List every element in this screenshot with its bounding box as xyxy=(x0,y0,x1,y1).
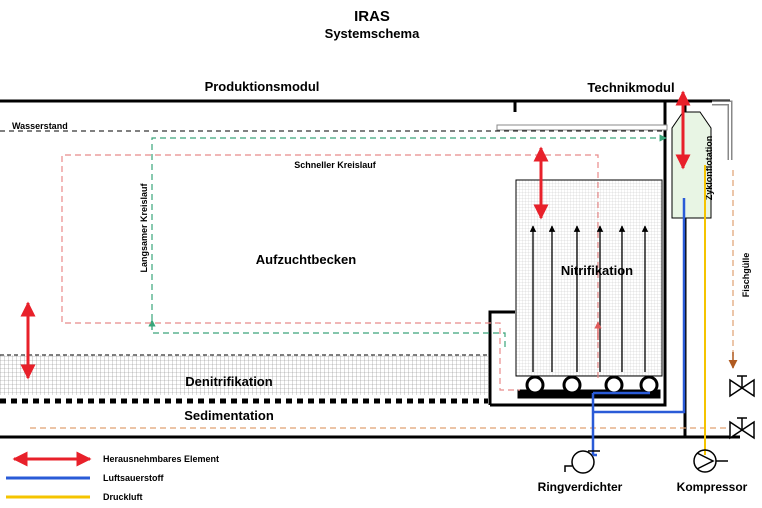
overflow-channel xyxy=(496,124,668,131)
rearing-tank-label: Aufzuchtbecken xyxy=(256,252,356,267)
fast-loop-path xyxy=(61,154,602,391)
compressor-icon xyxy=(693,449,728,473)
ring-blower-icon xyxy=(564,450,600,474)
nitrification-module xyxy=(515,179,663,377)
legend: Herausnehmbares Element Luftsauerstoff D… xyxy=(6,451,219,502)
nitrification-label: Nitrifikation xyxy=(561,263,633,278)
removable-element-arrows xyxy=(20,90,691,380)
denitrification-zone xyxy=(0,355,488,395)
drain-valve-lower[interactable] xyxy=(729,417,755,440)
denitrification-label: Denitrifikation xyxy=(185,374,272,389)
drain-valve-upper[interactable] xyxy=(729,375,755,398)
compressor-label: Kompressor xyxy=(677,480,748,494)
slow-loop-path xyxy=(148,134,667,350)
water-level-label: Wasserstand xyxy=(12,121,68,131)
legend-compressed-air-label: Druckluft xyxy=(103,492,143,502)
ring-blower-label: Ringverdichter xyxy=(538,480,623,494)
production-module-label: Produktionsmodul xyxy=(205,79,320,94)
fast-loop-label: Schneller Kreislauf xyxy=(294,160,377,170)
legend-removable-label: Herausnehmbares Element xyxy=(103,454,219,464)
fish-manure-label: Fischgülle xyxy=(741,253,751,298)
air-oxygen-lines xyxy=(591,198,686,457)
return-pipe xyxy=(712,100,733,160)
diagram-title: IRAS xyxy=(354,8,390,25)
sedimentation-label: Sedimentation xyxy=(184,408,274,423)
slow-loop-label: Langsamer Kreislauf xyxy=(139,182,149,272)
aeration-flow-arrows xyxy=(529,225,649,372)
technical-module-label: Technikmodul xyxy=(587,80,674,95)
diagram-subtitle: Systemschema xyxy=(325,26,420,41)
legend-air-oxygen-label: Luftsauerstoff xyxy=(103,473,165,483)
cyclone-flotation-label: Zyklonflotation xyxy=(704,136,714,201)
